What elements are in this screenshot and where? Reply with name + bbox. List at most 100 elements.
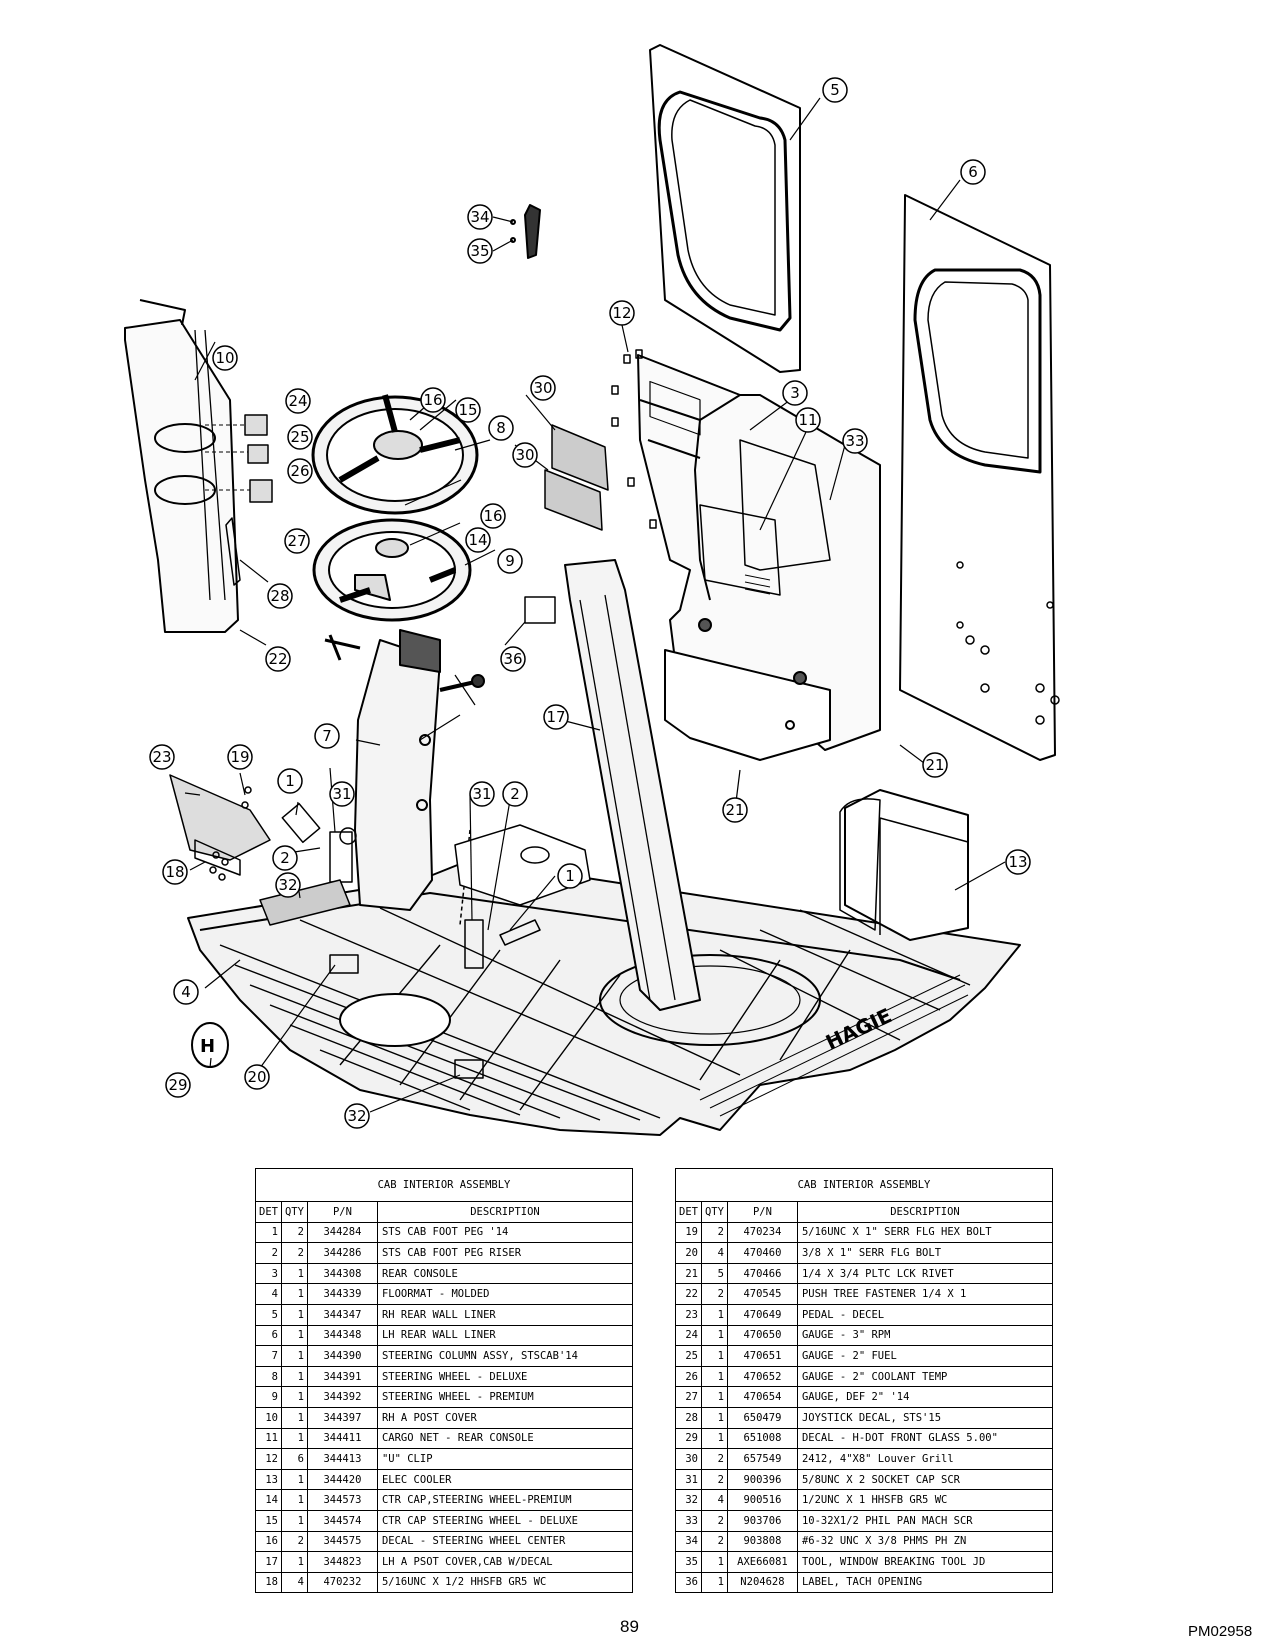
callout-32b: 32 [344, 1103, 370, 1129]
cell-qty: 1 [280, 1489, 308, 1511]
cell-pn: 470466 [726, 1262, 798, 1285]
svg-text:30: 30 [533, 379, 552, 397]
h-dot-decal: H [191, 1022, 229, 1068]
cell-qty: 1 [280, 1427, 308, 1450]
cell-desc: RH A POST COVER [376, 1406, 634, 1429]
cell-det: 31 [675, 1468, 702, 1491]
callout-18: 18 [162, 859, 188, 885]
cell-desc: #6-32 UNC X 3/8 PHMS PH ZN [796, 1530, 1054, 1553]
cell-desc: 1/2UNC X 1 HHSFB GR5 WC [796, 1489, 1054, 1511]
cell-qty: 4 [280, 1571, 308, 1594]
cell-qty: 1 [280, 1283, 308, 1305]
cell-desc: STEERING WHEEL - DELUXE [376, 1365, 634, 1388]
cell-desc: STEERING COLUMN ASSY, STSCAB'14 [376, 1345, 634, 1367]
cell-det: 6 [255, 1324, 282, 1347]
svg-text:11: 11 [798, 411, 817, 429]
cell-pn: 344420 [306, 1468, 378, 1491]
cell-pn: 470650 [726, 1324, 798, 1347]
svg-text:1: 1 [285, 772, 295, 790]
cell-desc: GAUGE - 3" RPM [796, 1324, 1054, 1347]
svg-text:32: 32 [347, 1107, 366, 1125]
callout-leaders [184, 97, 1006, 1113]
svg-text:3: 3 [790, 384, 800, 402]
svg-text:32: 32 [278, 876, 297, 894]
cell-desc: 1/4 X 3/4 PLTC LCK RIVET [796, 1262, 1054, 1285]
cell-pn: 344413 [306, 1448, 378, 1470]
cell-desc: TOOL, WINDOW BREAKING TOOL JD [796, 1551, 1054, 1573]
cell-desc: FLOORMAT - MOLDED [376, 1283, 634, 1305]
cell-qty: 2 [280, 1530, 308, 1553]
cell-qty: 2 [280, 1221, 308, 1244]
callout-31b: 31 [469, 781, 495, 807]
svg-text:7: 7 [322, 727, 332, 745]
cell-pn: AXE66081 [726, 1551, 798, 1573]
cell-det: 8 [255, 1365, 282, 1388]
callout-1b: 1 [557, 863, 583, 889]
cell-qty: 1 [700, 1365, 728, 1388]
callout-17: 17 [543, 704, 569, 730]
column-header: DESCRIPTION [376, 1201, 634, 1223]
callout-26: 26 [287, 458, 313, 484]
cell-det: 2 [255, 1242, 282, 1264]
callout-8: 8 [488, 415, 514, 441]
svg-text:14: 14 [468, 531, 487, 549]
cell-pn: 903808 [726, 1530, 798, 1553]
cell-desc: PUSH TREE FASTENER 1/4 X 1 [796, 1283, 1054, 1305]
cell-det: 5 [255, 1303, 282, 1326]
callout-16a: 16 [420, 387, 446, 413]
cell-det: 36 [675, 1571, 702, 1594]
callout-31a: 31 [329, 781, 355, 807]
cell-det: 34 [675, 1530, 702, 1553]
svg-text:30: 30 [515, 446, 534, 464]
column-header: P/N [306, 1201, 378, 1223]
cell-desc: DECAL - H-DOT FRONT GLASS 5.00" [796, 1427, 1054, 1450]
cell-det: 28 [675, 1406, 702, 1429]
cell-det: 32 [675, 1489, 702, 1511]
callout-16b: 16 [480, 503, 506, 529]
cell-pn: 470232 [306, 1571, 378, 1594]
cell-pn: 344411 [306, 1427, 378, 1450]
cell-qty: 1 [700, 1386, 728, 1408]
svg-text:26: 26 [290, 462, 309, 480]
cell-qty: 1 [280, 1324, 308, 1347]
cell-pn: 470460 [726, 1242, 798, 1264]
callout-9: 9 [497, 548, 523, 574]
svg-text:6: 6 [968, 163, 978, 181]
cell-det: 15 [255, 1509, 282, 1532]
svg-text:5: 5 [830, 81, 840, 99]
cell-qty: 1 [700, 1571, 728, 1594]
callout-30b: 30 [512, 442, 538, 468]
cell-qty: 1 [700, 1427, 728, 1450]
svg-text:8: 8 [496, 419, 506, 437]
callout-10: 10 [212, 345, 238, 371]
gauges [205, 414, 273, 586]
cell-pn: 650479 [726, 1406, 798, 1429]
column-header: DET [255, 1201, 282, 1223]
cell-desc: CARGO NET - REAR CONSOLE [376, 1427, 634, 1450]
cell-qty: 5 [700, 1262, 728, 1285]
callout-4: 4 [173, 979, 199, 1005]
svg-text:29: 29 [168, 1076, 187, 1094]
cell-desc: STS CAB FOOT PEG RISER [376, 1242, 634, 1264]
callout-36: 36 [500, 646, 526, 672]
cell-desc: CTR CAP,STEERING WHEEL-PREMIUM [376, 1489, 634, 1511]
cell-pn: 344347 [306, 1303, 378, 1326]
cell-det: 21 [675, 1262, 702, 1285]
cell-desc: PEDAL - DECEL [796, 1303, 1054, 1326]
cell-desc: STS CAB FOOT PEG '14 [376, 1221, 634, 1244]
callout-32a: 32 [275, 872, 301, 898]
svg-text:16: 16 [423, 391, 442, 409]
rear-console [637, 354, 881, 761]
tach-label-square [524, 596, 556, 624]
cell-det: 26 [675, 1365, 702, 1388]
